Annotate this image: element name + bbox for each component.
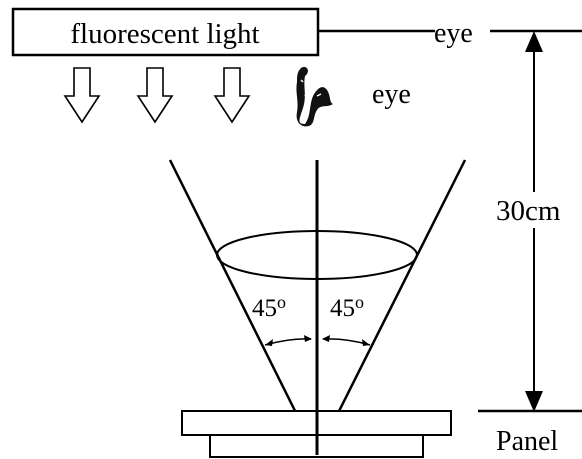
cone-right-edge bbox=[315, 159, 467, 456]
down-arrow-icon bbox=[213, 67, 251, 124]
angle-arc-right-arrow bbox=[322, 335, 330, 342]
distance-arrow-top bbox=[525, 31, 543, 52]
distance-label-bg bbox=[496, 192, 578, 228]
light-label: fluorescent light bbox=[70, 18, 259, 50]
angle-arc-left-arrow2 bbox=[304, 335, 312, 342]
cone-left-edge bbox=[168, 159, 319, 456]
angle-arc-left-arrow bbox=[265, 339, 273, 346]
eye-label-top: eye bbox=[434, 18, 473, 49]
viewing-ellipse bbox=[216, 230, 418, 280]
eye-icon bbox=[296, 66, 333, 127]
distance-label: 30cm bbox=[496, 195, 561, 227]
eye-label-side: eye bbox=[372, 79, 411, 110]
down-arrow-icon bbox=[136, 67, 174, 124]
distance-arrow-bottom bbox=[525, 391, 543, 412]
angle-right-label: 45o bbox=[330, 292, 364, 322]
angle-arc-right-arrow2 bbox=[362, 339, 370, 346]
angle-left-label: 45o bbox=[252, 292, 286, 322]
panel-label: Panel bbox=[496, 426, 558, 457]
down-arrow-icon bbox=[63, 67, 101, 124]
